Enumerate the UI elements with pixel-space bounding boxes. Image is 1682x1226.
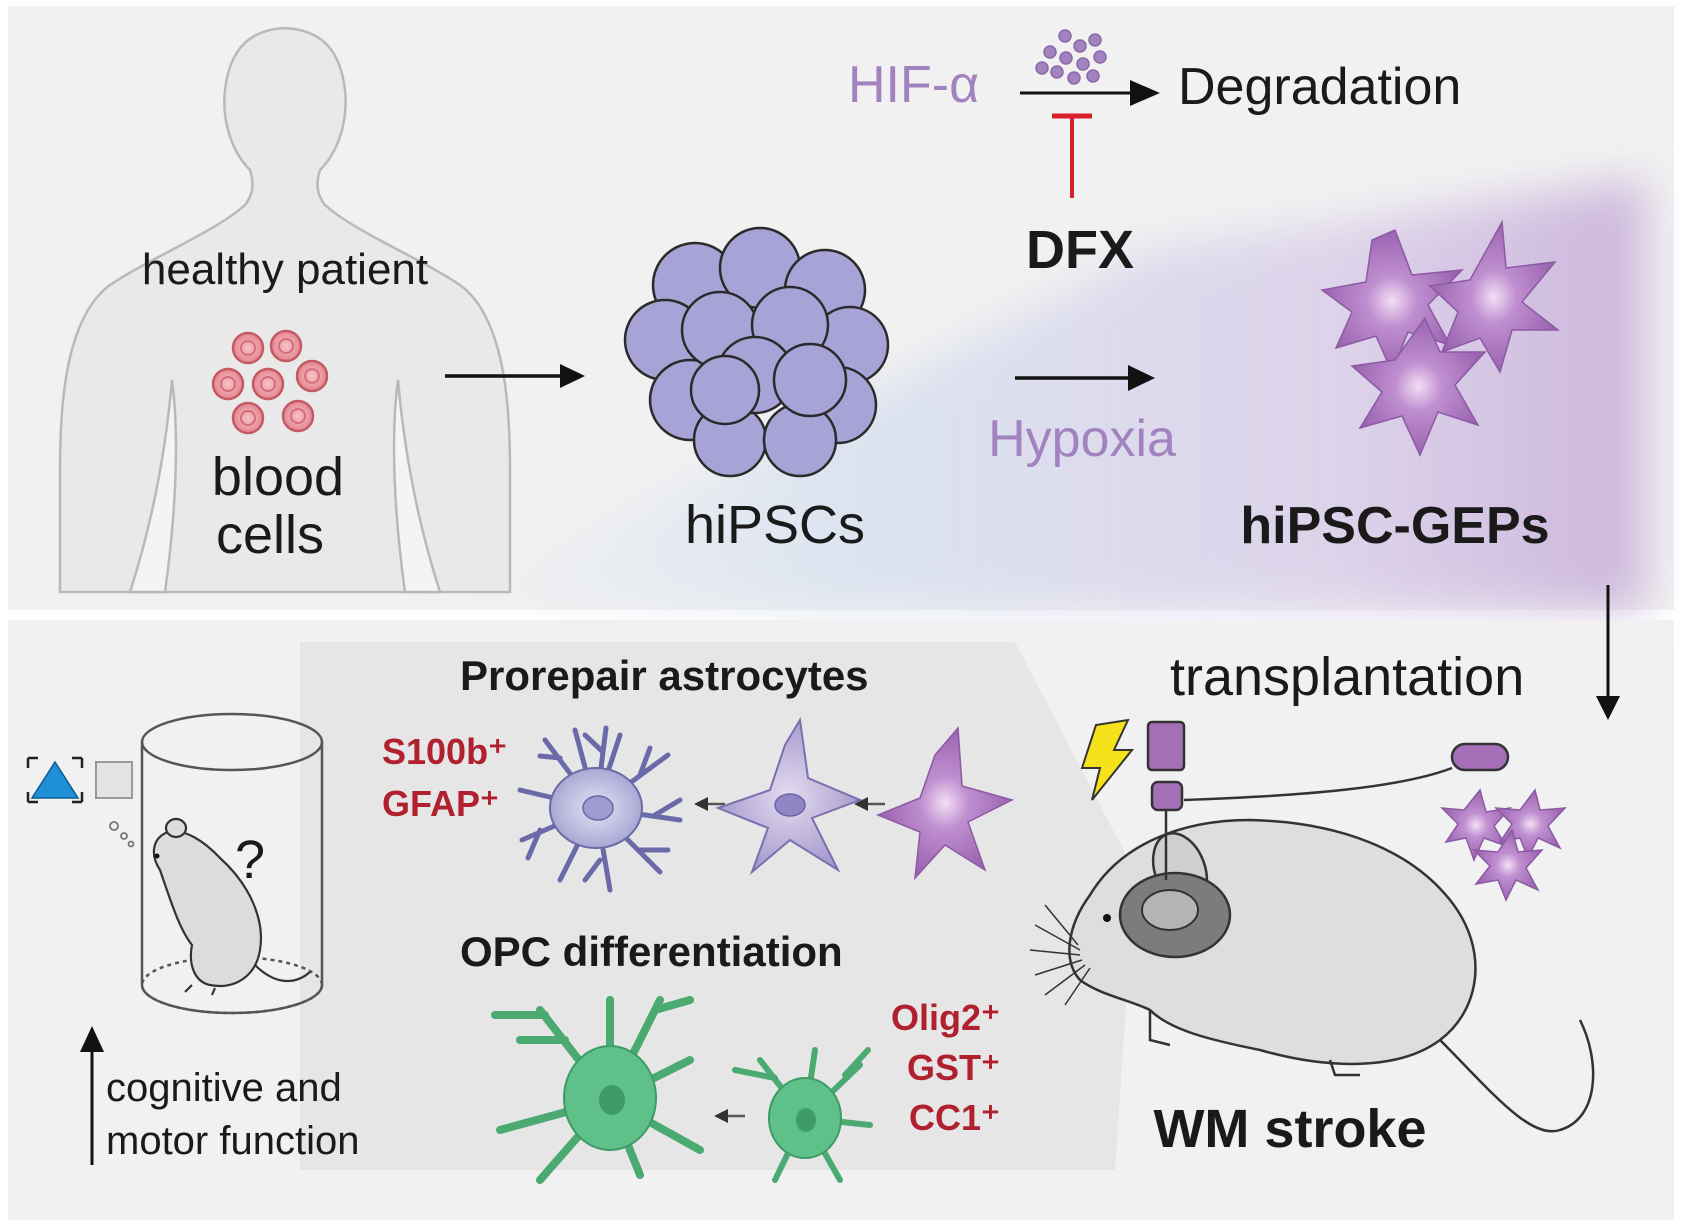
question-mark: ?	[235, 830, 265, 890]
hipsc-cluster	[623, 226, 890, 478]
patient-label: healthy patient	[142, 245, 428, 294]
square-icon	[95, 761, 133, 799]
opc-marker-cc1: CC1⁺	[909, 1097, 1000, 1138]
hif-label: HIF-α	[848, 56, 979, 114]
hipsc-label: hiPSCs	[685, 495, 865, 555]
geps-label: hiPSC-GEPs	[1240, 497, 1549, 555]
astro-marker-s100b: S100b⁺	[382, 731, 507, 772]
degradation-dots	[1035, 29, 1107, 85]
function-label-line1: cognitive and	[106, 1066, 342, 1110]
electrode-icon	[1146, 720, 1510, 880]
red-blood-cell	[211, 329, 329, 435]
astro-marker-gfap: GFAP⁺	[382, 783, 499, 824]
transplantation-label: transplantation	[1170, 647, 1524, 707]
degradation-label: Degradation	[1178, 58, 1461, 116]
blood-cells-label-line2: cells	[216, 505, 324, 565]
opc-marker-gst: GST⁺	[907, 1047, 1000, 1088]
triangle-icon	[26, 756, 84, 804]
hypoxia-label: Hypoxia	[988, 410, 1176, 468]
gep-cells	[1320, 219, 1561, 457]
blood-cells	[211, 329, 329, 435]
astrocytes-title: Prorepair astrocytes	[460, 652, 869, 699]
human-silhouette-icon	[58, 26, 512, 594]
function-label-line2: motor function	[106, 1119, 359, 1163]
gep-cell-single	[876, 726, 1015, 881]
thought-bubbles	[109, 821, 135, 848]
brain-overlay	[1118, 871, 1232, 959]
lightning-icon	[1080, 718, 1135, 801]
stroke-label: WM stroke	[1153, 1099, 1426, 1159]
blood-cells-label-line1: blood	[212, 447, 344, 507]
whiskers	[1029, 904, 1091, 1006]
opc-title: OPC differentiation	[460, 928, 843, 975]
cylinder-icon	[140, 712, 324, 1015]
opc-marker-olig2: Olig2⁺	[891, 997, 1000, 1038]
dfx-label: DFX	[1026, 220, 1134, 280]
mouse-icon-small	[152, 817, 311, 996]
zoom-wedge	[300, 642, 1135, 1170]
injected-gep-cells	[1440, 788, 1567, 902]
